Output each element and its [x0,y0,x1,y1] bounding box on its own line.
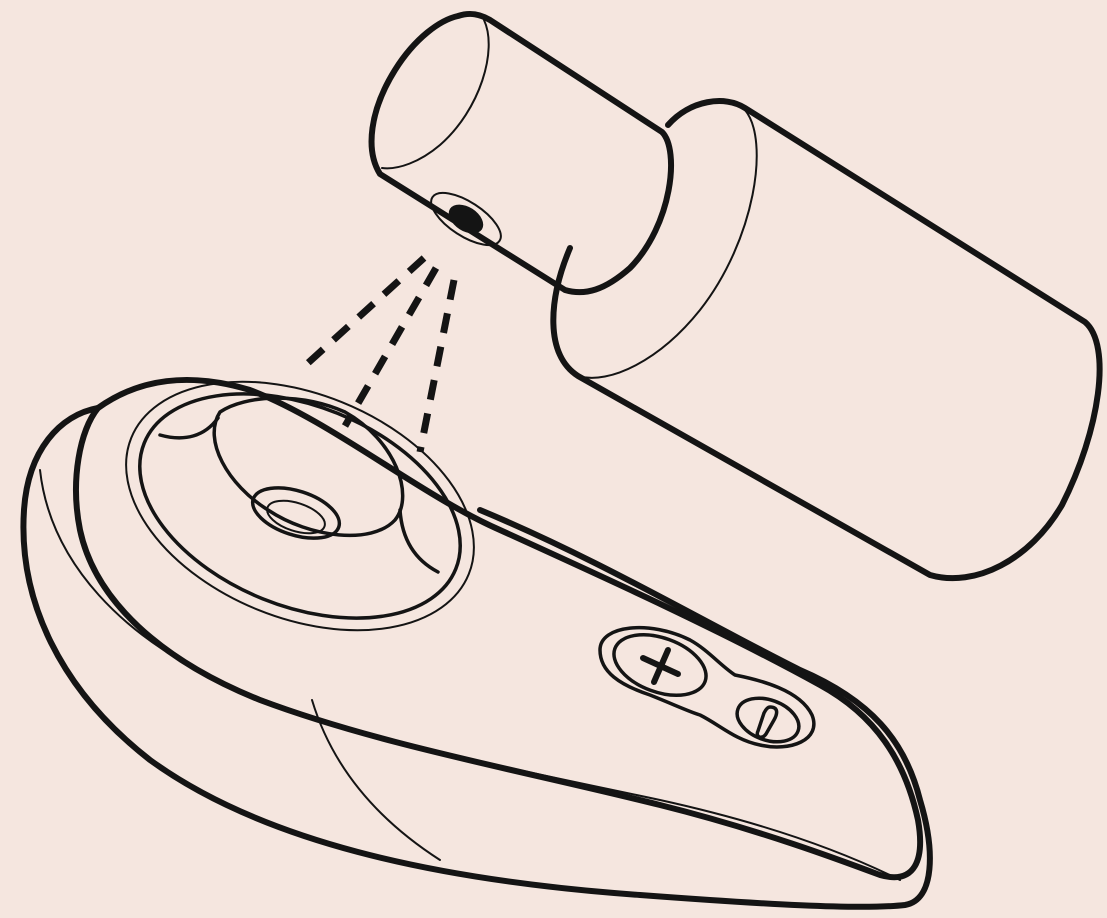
control-panel-outline [600,628,814,747]
plus-icon[interactable] [606,623,715,707]
control-panel [600,623,814,750]
device-top-surface [76,380,920,877]
spray-bottle-icon [372,14,1100,578]
device-icon [23,334,929,907]
suction-head [160,398,438,572]
head-ring-inner [107,350,493,661]
bottle-body [553,101,1099,578]
bottle-cap [372,14,671,292]
device-outer-shell [23,408,929,907]
spray-stream-left [298,258,424,372]
spray-stream-right [420,280,454,452]
nozzle-hole [423,183,509,255]
